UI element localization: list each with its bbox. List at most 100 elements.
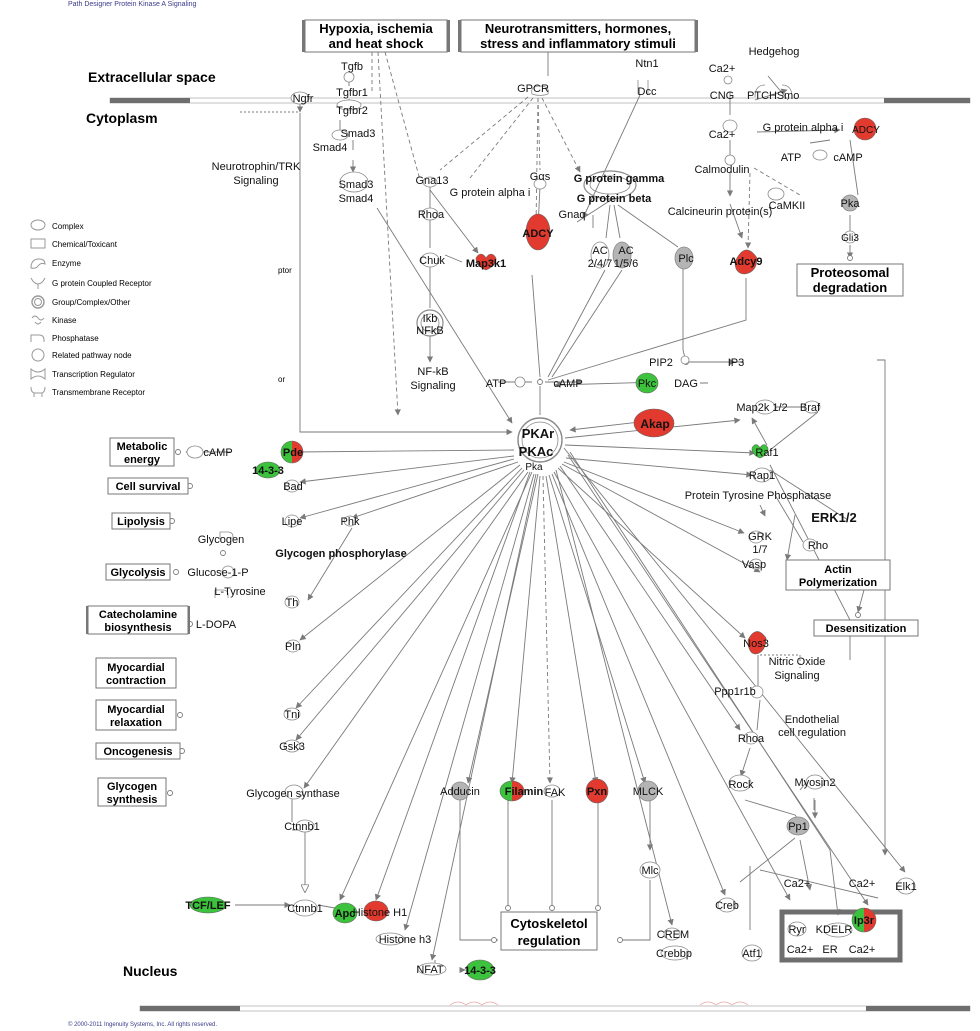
node-pp1: Pp1 [788, 821, 808, 833]
node-atp-mid: ATP [486, 378, 507, 390]
box-label: biosynthesis [104, 622, 171, 634]
chemical-icon [30, 238, 46, 249]
node-smad3: Smad3 [341, 128, 376, 140]
box-label: Glycogen [107, 781, 157, 793]
node-adcy-mid: ADCY [522, 228, 554, 240]
cell-survival-box: Cell survival [107, 477, 189, 495]
node-gpai-right: G protein alpha i [763, 122, 844, 134]
adcy9-node [734, 249, 758, 275]
node-filamin: Filamin [505, 786, 544, 798]
node-pka-center: Pka [525, 462, 543, 473]
node-ppp1r1b: Ppp1r1b [714, 686, 756, 698]
node-plc: Plc [678, 253, 694, 265]
node-pxn: Pxn [587, 786, 607, 798]
gpcr-icon [30, 277, 46, 289]
proteosomal-box: Proteosomal degradation [796, 263, 904, 297]
node-adducin: Adducin [440, 786, 480, 798]
node-creb: Creb [715, 900, 739, 912]
node-braf: Braf [800, 402, 821, 414]
node-rhoa-top: Rhoa [418, 209, 445, 221]
node-myosin2: Myosin2 [795, 777, 836, 789]
box-label: Cell survival [116, 481, 181, 493]
lipolysis-box: Lipolysis [111, 512, 171, 530]
map3k1-node [475, 253, 497, 271]
node-ngfr: Ngfr [293, 93, 314, 105]
node-calcineurin: Calcineurin protein(s) [668, 206, 773, 218]
box-label: contraction [106, 675, 166, 687]
node-map2k: Map2k 1/2 [736, 402, 787, 414]
node-pln: Pln [285, 641, 301, 653]
node-erk: ERK1/2 [811, 510, 857, 525]
node-ctnnb1a: Ctnnb1 [284, 821, 319, 833]
node-ac156: AC [618, 245, 633, 257]
node-tcflef: TCF/LEF [185, 900, 230, 912]
node-ryr: Ryr [788, 924, 805, 936]
myocardial-relaxation-box: Myocardial relaxation [95, 699, 177, 731]
node-dag: DAG [674, 378, 698, 390]
node-pka-top: Pka [841, 198, 861, 210]
box-label: Proteosomal [811, 265, 890, 280]
box-label: energy [124, 454, 161, 466]
node-th: Th [286, 597, 299, 609]
node-rock: Rock [728, 779, 754, 791]
glycogen-synthesis-box: Glycogen synthesis [97, 777, 167, 807]
node-vasp: Vasp [742, 559, 766, 571]
legend: Complex Chemical/Toxicant Enzyme G prote… [30, 219, 292, 397]
node-endo: cell regulation [778, 727, 846, 739]
node-gpcr: GPCR [517, 83, 549, 95]
node-smad34b: Smad4 [339, 193, 374, 205]
box-label: Lipolysis [117, 516, 165, 528]
cytoskeletal-box: Cytoskeletol regulation [500, 911, 598, 951]
related-pathway-icon [31, 348, 45, 362]
complex-icon [30, 219, 46, 231]
node-ca2f: Ca2+ [849, 944, 876, 956]
oncogenesis-box: Oncogenesis [95, 742, 181, 760]
actin-polymerization-box: Actin Polymerization [785, 559, 891, 591]
node-rhoa-bot: Rhoa [738, 733, 765, 745]
node-ip3: IP3 [728, 357, 745, 369]
node-dcc: Dcc [638, 86, 657, 98]
akap-node [633, 408, 675, 438]
node-bad: Bad [283, 481, 303, 493]
node-crem: CREM [657, 929, 689, 941]
node-grk: GRK [748, 531, 773, 543]
node-lipe: Lipe [282, 516, 303, 528]
er-compartment [779, 909, 903, 963]
stimuli-hypoxia-box: Hypoxia, ischemia and heat shock [302, 19, 450, 53]
catecholamine-box: Catecholamine biosynthesis [86, 605, 190, 635]
box-label: Glycolysis [110, 567, 165, 579]
node-camkii: CaMKII [769, 200, 806, 212]
node-pkac: PKAc [519, 444, 554, 459]
node-tni: Tni [284, 709, 299, 721]
legend-label: Enzyme [52, 259, 81, 268]
node-tgfbr1: Tgfbr1 [336, 87, 368, 99]
node-phk: Phk [341, 516, 360, 528]
transmembrane-receptor-icon [30, 386, 46, 397]
node-crebbp: Crebbp [656, 948, 692, 960]
node-nfkb-sig: Signaling [410, 380, 455, 392]
kinase-icon [31, 315, 45, 325]
node-p1433b: 14-3-3 [464, 965, 496, 977]
pkc-node [635, 372, 659, 394]
node-cng: CNG [710, 90, 734, 102]
box-label: degradation [813, 280, 887, 295]
node-smad34a: Smad3 [339, 179, 374, 191]
region-cytoplasm-label: Cytoplasm [86, 110, 158, 126]
node-gna13: Gna13 [415, 175, 448, 187]
legend-fragment: or [278, 375, 285, 384]
node-ca2a: Ca2+ [709, 63, 736, 75]
metabolic-box: Metabolic energy [109, 437, 175, 467]
legend-label: Transcription Regulator [52, 370, 135, 379]
node-camp-mid: cAMP [553, 378, 582, 390]
box-label: Actin [824, 564, 852, 576]
node-smad4: Smad4 [313, 142, 348, 154]
node-glycogen: Glycogen [198, 534, 244, 546]
pxn-node [585, 778, 609, 804]
node-ac156: 1/5/6 [614, 258, 638, 270]
node-gpai-left: G protein alpha i [450, 187, 531, 199]
node-ikb: Ikb [423, 313, 438, 325]
raf1-node [751, 444, 769, 459]
adcy-mid-node [525, 213, 551, 251]
node-nos3: Nos3 [743, 638, 769, 650]
